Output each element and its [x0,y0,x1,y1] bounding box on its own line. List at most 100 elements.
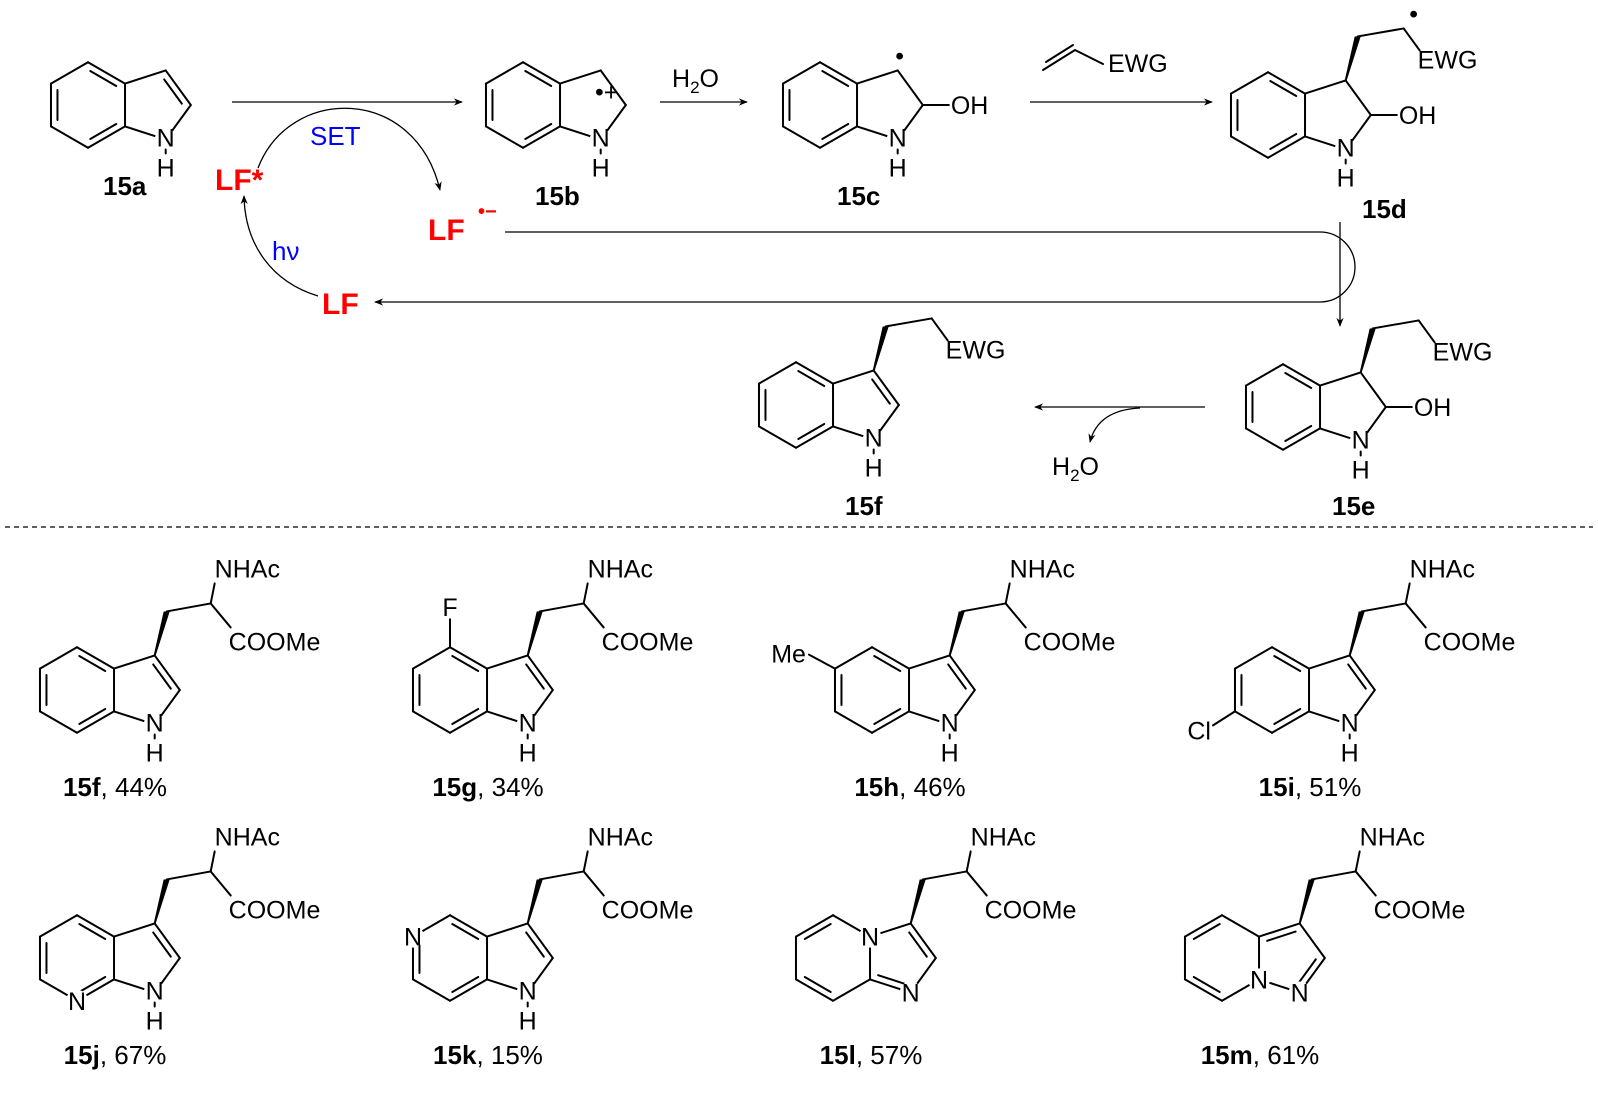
compound-15b: •+NH [484,61,627,183]
methyl-label: Me [771,641,806,669]
set-arrow [257,107,442,191]
nitrogen-label: N [404,924,422,952]
nitrogen-label: N [889,125,907,153]
label-15f-mechanism: 15f [845,491,883,521]
fluoro-label: F [442,594,457,622]
product-label-15m: 15m, 61% [1201,1040,1320,1070]
catalyst-excited: LF* [215,164,264,197]
label-15c: 15c [837,181,880,211]
product-label-15l: 15l, 57% [820,1040,923,1070]
bold-bond [526,879,543,924]
catalyst-return-arrow [374,231,1356,306]
hydroxyl-label: OH [1414,394,1452,422]
hydrogen-label: H [592,155,610,183]
bold-bond [1359,328,1376,373]
label-15e: 15e [1332,491,1375,521]
hydrogen-label: H [1341,740,1359,768]
compound-15c: OH • NH [781,42,989,183]
bold-bond [948,611,965,656]
label-15d: 15d [1362,194,1407,224]
radical-dot: • [895,42,904,70]
ester-label: COOMe [602,896,694,924]
water-loss-arrow [1088,407,1141,443]
product-label-15i: 15i, 51% [1259,772,1362,802]
hydrogen-label: H [519,1008,537,1036]
bold-bond [1348,611,1365,656]
label-15b: 15b [535,181,580,211]
nitrogen-label: N [1352,427,1370,455]
ester-label: COOMe [1424,628,1516,656]
vinyl-ewg-reagent: EWG [1042,44,1168,78]
water-byproduct: H2O [1052,453,1099,485]
catalyst-reduced: LF [428,214,465,247]
bold-bond [526,611,543,656]
ester-label: COOMe [602,628,694,656]
nhac-label: NHAc [1410,555,1475,583]
ewg-label: EWG [1418,46,1478,74]
catalyst-ground: LF [322,288,359,321]
ewg-label: EWG [946,336,1006,364]
compound-15a: NH [49,61,192,183]
hydroxyl-label: OH [1399,102,1437,130]
ewg-label: EWG [1108,50,1168,78]
water-reagent: H2O [672,65,719,97]
nitrogen-label: N [519,978,537,1006]
radical-dot: • [1409,0,1418,28]
hydrogen-label: H [157,155,175,183]
hydroxyl-label: OH [951,92,989,120]
hydrogen-label: H [941,740,959,768]
nitrogen-label: N [146,978,164,1006]
hydrogen-label: H [865,455,883,483]
nitrogen-label: N [941,710,959,738]
ester-label: COOMe [1374,896,1466,924]
compound-15d: EWG• OH NH [1229,0,1478,193]
hydrogen-label: H [889,155,907,183]
nitrogen-label: N [1250,966,1268,994]
chloro-label: Cl [1187,717,1211,745]
nhac-label: NHAc [971,823,1036,851]
nhac-label: NHAc [588,555,653,583]
radical-anion-mark: •− [478,201,497,223]
bold-bond [1344,36,1361,81]
hydrogen-label: H [519,740,537,768]
nhac-label: NHAc [215,555,280,583]
hydrogen-label: H [1337,165,1355,193]
ester-label: COOMe [229,896,321,924]
radical-cation-mark: •+ [595,78,618,106]
nitrogen-label: N [519,710,537,738]
nitrogen-label: N [1341,710,1359,738]
bold-bond [1298,879,1315,924]
nitrogen-label: N [861,924,879,952]
bold-bond [909,879,926,924]
product-label-15j: 15j, 67% [64,1040,167,1070]
product-label-15f: 15f, 44% [63,772,167,802]
light-arrow [240,195,319,297]
nitrogen-label: N [157,125,175,153]
nitrogen-label: N [1337,135,1355,163]
nitrogen-label: N [902,980,920,1008]
bold-bond [153,611,170,656]
hydrogen-label: H [146,740,164,768]
nhac-label: NHAc [588,823,653,851]
hydrogen-label: H [146,1008,164,1036]
product-label-15g: 15g, 34% [432,772,543,802]
product-label-15k: 15k, 15% [433,1040,543,1070]
nitrogen-label: N [68,988,86,1016]
product-label-15h: 15h, 46% [854,772,965,802]
ester-label: COOMe [985,896,1077,924]
nitrogen-label: N [1291,980,1309,1008]
light-label: hν [272,236,299,266]
nhac-label: NHAc [1010,555,1075,583]
bold-bond [872,326,889,371]
hydrogen-label: H [1352,457,1370,485]
